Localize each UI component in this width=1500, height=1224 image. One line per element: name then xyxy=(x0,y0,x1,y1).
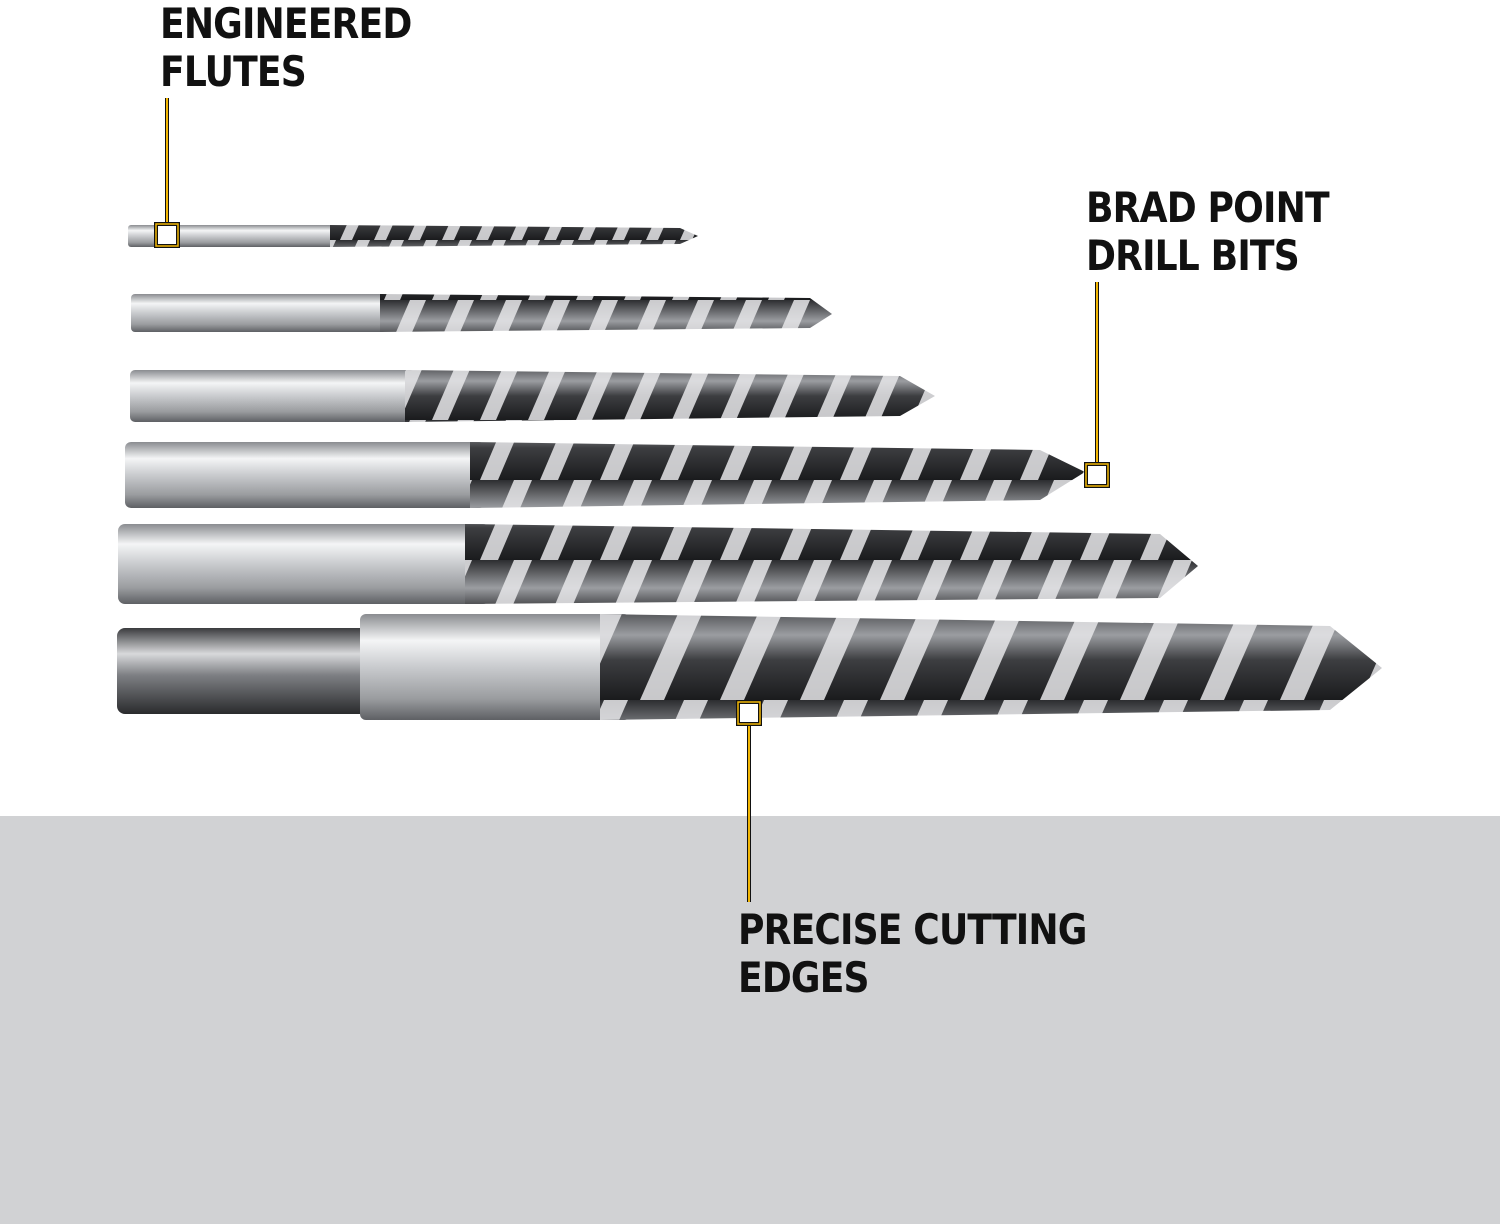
drill-bit-1 xyxy=(128,225,698,247)
callout-line: PRECISE CUTTING xyxy=(738,905,1087,954)
callout-line: ENGINEERED xyxy=(160,0,412,48)
drill-bit-5 xyxy=(118,524,1198,604)
callout-line: DRILL BITS xyxy=(1086,231,1300,280)
callout-marker-icon xyxy=(1084,462,1110,488)
callout-label-cutting-edges: PRECISE CUTTING EDGES xyxy=(738,906,1087,1002)
callout-brad-point-pointer xyxy=(1084,282,1110,488)
callout-line: EDGES xyxy=(738,953,870,1002)
callout-marker-icon xyxy=(154,222,180,248)
drill-bit-6 xyxy=(117,614,1382,720)
callout-label-brad-point: BRAD POINT DRILL BITS xyxy=(1086,183,1330,280)
drill-bit-3 xyxy=(130,370,935,422)
callout-label-engineered-flutes: ENGINEERED FLUTES xyxy=(160,0,412,96)
callout-line: FLUTES xyxy=(160,47,307,96)
callout-flutes-pointer xyxy=(154,98,180,248)
callout-line: BRAD POINT xyxy=(1086,183,1330,232)
drill-bit-2 xyxy=(131,294,832,332)
callout-cutting-edges-pointer xyxy=(736,700,762,902)
drill-bit-4 xyxy=(125,442,1085,508)
callout-marker-icon xyxy=(736,700,762,726)
